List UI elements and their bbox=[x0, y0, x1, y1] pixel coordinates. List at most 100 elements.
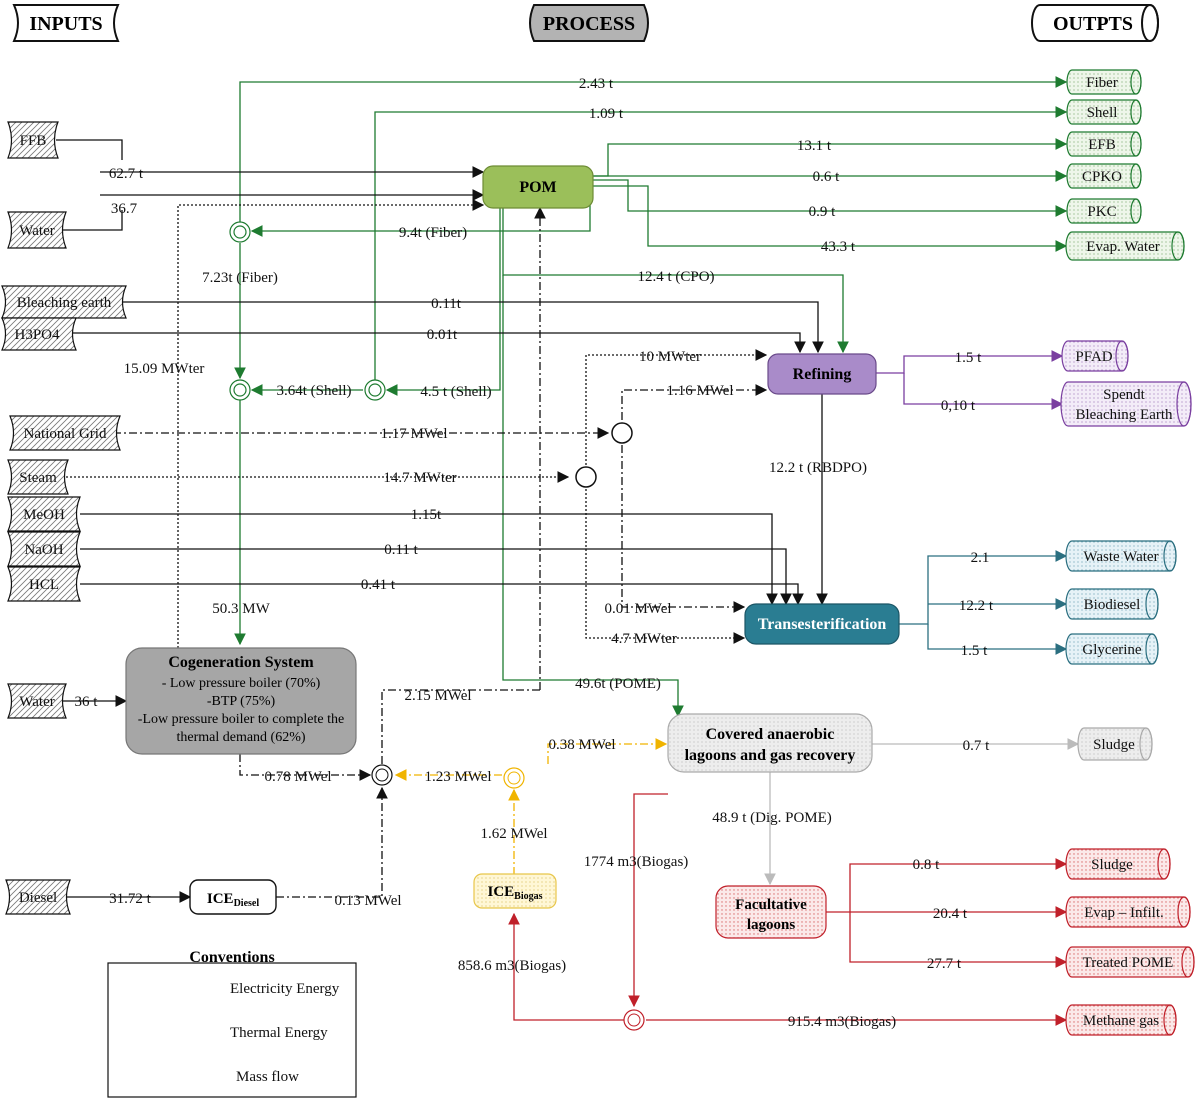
steam-split-junction bbox=[575, 466, 597, 488]
legend-mass: Mass flow bbox=[236, 1069, 299, 1085]
input-h3po4: H3PO4 bbox=[1, 317, 77, 351]
flow-electricity-pom: 2.15 MWel bbox=[404, 688, 471, 704]
flow-cogen-electricity: 0.78 MWel bbox=[264, 769, 331, 785]
input-diesel-label: Diesel bbox=[19, 890, 57, 906]
flow-pfad: 1.5 t bbox=[955, 350, 983, 366]
cogen-title: Cogeneration System bbox=[168, 654, 314, 671]
flow-trans-electricity: 0.01 MWel bbox=[604, 601, 671, 617]
ice-diesel-sub: Diesel bbox=[234, 898, 260, 909]
output-efb: EFB bbox=[1066, 131, 1142, 157]
flow-waste-water: 2.1 bbox=[971, 550, 990, 566]
input-water: Water bbox=[7, 211, 67, 249]
process-transesterification: Transesterification bbox=[744, 603, 900, 645]
flow-sludge-lagoon: 0.7 t bbox=[963, 738, 991, 754]
flow-evap-infiltration: 20.4 t bbox=[933, 906, 968, 922]
svg-text:ICEDiesel: ICEDiesel bbox=[207, 891, 259, 909]
output-waste-water-label: Waste Water bbox=[1083, 549, 1158, 565]
output-sludge-facultative-label: Sludge bbox=[1091, 857, 1133, 873]
flow-sludge-facultative: 0.8 t bbox=[913, 857, 941, 873]
process-pom: POM bbox=[482, 165, 594, 209]
output-pkc-label: PKC bbox=[1087, 204, 1116, 220]
process-refining-label: Refining bbox=[793, 366, 852, 383]
flow-pome: 49.6t (POME) bbox=[575, 676, 661, 692]
fiber-split-junction bbox=[229, 221, 251, 243]
output-glycerine-label: Glycerine bbox=[1082, 642, 1141, 658]
output-treated-pome-label: Treated POME bbox=[1083, 955, 1174, 971]
flow-naoh: 0.11 t bbox=[384, 542, 418, 558]
facultative-line-1: Facultative bbox=[735, 897, 807, 913]
process-refining: Refining bbox=[767, 353, 877, 395]
flow-biodiesel: 12.2 t bbox=[959, 598, 994, 614]
input-national-grid-label: National Grid bbox=[24, 426, 107, 442]
input-steam: Steam bbox=[7, 459, 69, 495]
ice-diesel-main: ICE bbox=[207, 891, 234, 907]
flow-meoh: 1.15t bbox=[411, 507, 442, 523]
flow-biogas-total: 1774 m3(Biogas) bbox=[584, 854, 689, 870]
facultative-line-2: lagoons bbox=[747, 917, 796, 933]
output-cpko: CPKO bbox=[1066, 163, 1142, 189]
flow-biogas-ice: 858.6 m3(Biogas) bbox=[458, 958, 566, 974]
output-evap-infiltration-label: Evap – Infilt. bbox=[1084, 905, 1164, 921]
header-process-label: PROCESS bbox=[543, 13, 635, 35]
conventions-title: Conventions bbox=[189, 949, 274, 966]
flow-cpo: 12.4 t (CPO) bbox=[637, 269, 714, 285]
process-transesterification-label: Transesterification bbox=[758, 616, 887, 633]
process-ice-diesel: ICEDiesel bbox=[189, 879, 277, 915]
output-pfad-label: PFAD bbox=[1075, 349, 1112, 365]
flow-grid-electricity: 1.17 MWel bbox=[380, 426, 447, 442]
lagoons-line-1: Covered anaerobic bbox=[706, 726, 835, 743]
input-h3po4-label: H3PO4 bbox=[14, 327, 60, 343]
output-spent-bleaching-earth: Spendt Bleaching Earth bbox=[1060, 381, 1192, 427]
flow-efb: 13.1 t bbox=[797, 138, 832, 154]
flow-fiber-out: 2.43 t bbox=[579, 76, 614, 92]
output-efb-label: EFB bbox=[1088, 137, 1116, 153]
flow-hcl: 0.41 t bbox=[361, 577, 396, 593]
cogen-line-3: -Low pressure boiler to complete the bbox=[138, 712, 344, 727]
header-inputs: INPUTS bbox=[12, 4, 120, 42]
flow-spent-earth: 0,10 t bbox=[941, 398, 976, 414]
header-outputs-label: OUTPTS bbox=[1053, 13, 1133, 35]
flow-digested-pome: 48.9 t (Dig. POME) bbox=[712, 810, 832, 826]
output-evap-water-label: Evap. Water bbox=[1086, 239, 1159, 255]
flow-cogen-power: 50.3 MW bbox=[212, 601, 270, 617]
flow-water-cogen: 36 t bbox=[75, 694, 99, 710]
shell-split-junction bbox=[364, 379, 386, 401]
output-evap-infiltration: Evap – Infilt. bbox=[1065, 896, 1191, 928]
flow-electricity-lagoon: 0.38 MWel bbox=[548, 737, 615, 753]
flow-evap-water: 43.3 t bbox=[821, 239, 856, 255]
flow-methane: 915.4 m3(Biogas) bbox=[788, 1014, 896, 1030]
cogen-line-2: -BTP (75%) bbox=[207, 694, 276, 709]
biogas-electricity-junction bbox=[503, 767, 525, 789]
input-bleaching-earth: Bleaching earth bbox=[1, 285, 127, 319]
input-ffb: FFB bbox=[7, 121, 59, 159]
flow-pkc: 0.9 t bbox=[809, 204, 837, 220]
output-fiber: Fiber bbox=[1066, 69, 1142, 95]
electricity-merge-junction bbox=[371, 764, 393, 786]
input-national-grid: National Grid bbox=[9, 415, 121, 451]
legend-electricity: Electricity Energy bbox=[230, 981, 340, 997]
output-shell: Shell bbox=[1066, 99, 1142, 125]
flow-diesel: 31.72 t bbox=[109, 891, 152, 907]
flow-ice-biogas-electricity: 1.62 MWel bbox=[480, 826, 547, 842]
flow-shell-out: 1.09 t bbox=[589, 106, 624, 122]
output-treated-pome: Treated POME bbox=[1065, 946, 1195, 978]
input-water-cogen: Water bbox=[7, 683, 67, 719]
output-evap-water: Evap. Water bbox=[1065, 231, 1185, 261]
input-steam-label: Steam bbox=[19, 470, 57, 486]
input-diesel: Diesel bbox=[5, 879, 71, 915]
input-hcl: HCL bbox=[7, 566, 81, 602]
biogas-split-junction bbox=[623, 1009, 645, 1031]
cogen-line-1: - Low pressure boiler (70%) bbox=[162, 676, 321, 691]
input-ffb-label: FFB bbox=[20, 133, 47, 149]
output-glycerine: Glycerine bbox=[1065, 633, 1159, 665]
grid-split-junction bbox=[611, 422, 633, 444]
output-methane-gas: Methane gas bbox=[1065, 1004, 1177, 1036]
ice-biogas-main: ICE bbox=[487, 884, 514, 900]
input-hcl-label: HCL bbox=[29, 577, 59, 593]
flow-rbdpo: 12.2 t (RBDPO) bbox=[769, 460, 867, 476]
process-covered-lagoons: Covered anaerobic lagoons and gas recove… bbox=[667, 713, 873, 773]
flow-shell-recycle: 4.5 t (Shell) bbox=[420, 384, 491, 400]
header-process: PROCESS bbox=[529, 4, 649, 42]
input-water-cogen-label: Water bbox=[19, 694, 54, 710]
